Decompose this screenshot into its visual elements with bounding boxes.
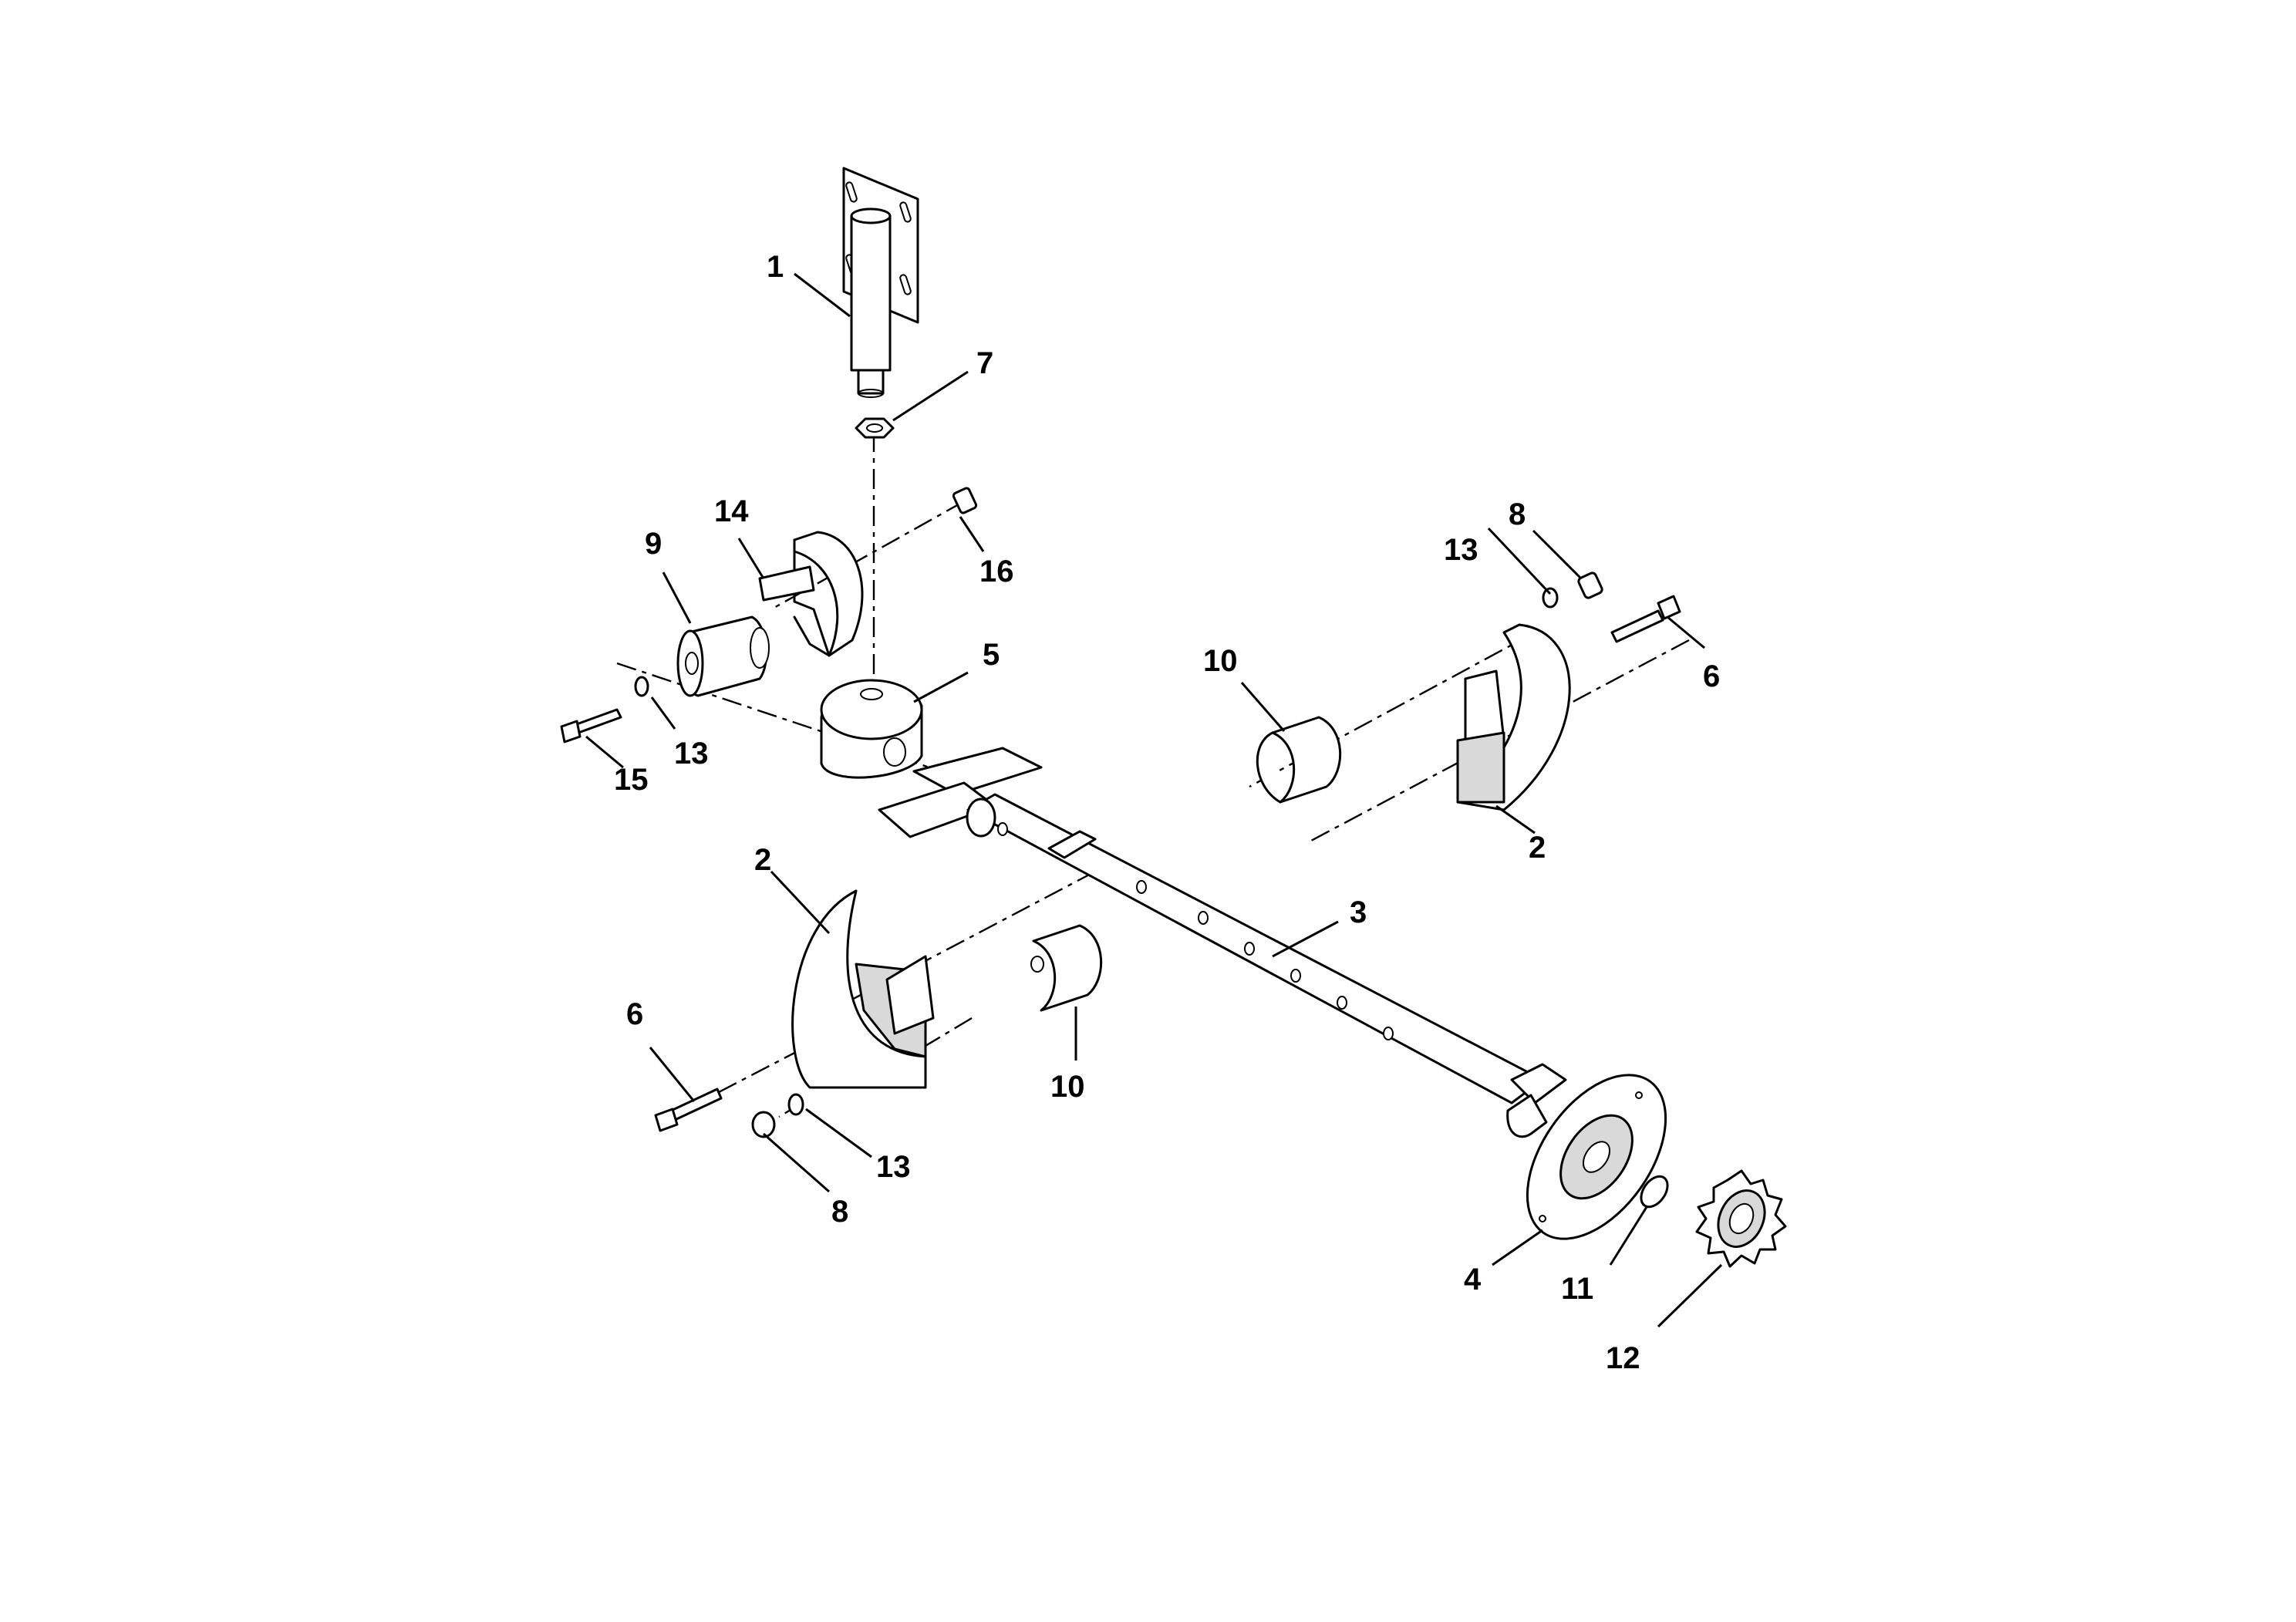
mounting-plates xyxy=(878,747,1043,838)
part-1-spindle-post xyxy=(842,167,919,398)
callout-8-lower: 8 xyxy=(831,1195,848,1229)
part-10-clamp-upper xyxy=(1256,716,1342,804)
part-5-pivot-block xyxy=(820,679,923,779)
callout-2-right: 2 xyxy=(1529,831,1546,865)
callout-2-left: 2 xyxy=(754,843,771,877)
callout-16: 16 xyxy=(979,555,1014,588)
callout-15: 15 xyxy=(614,763,649,797)
part-3-main-shaft xyxy=(966,793,1567,1138)
part-13-washer-left xyxy=(634,676,649,697)
callout-4: 4 xyxy=(1464,1263,1482,1297)
part-13-washer-right xyxy=(1542,587,1559,609)
callout-numbers: 1 7 14 16 9 13 15 5 10 13 8 6 2 2 3 10 6… xyxy=(614,250,1720,1375)
callout-10-upper: 10 xyxy=(1203,644,1238,678)
part-8-nut-right xyxy=(1577,572,1603,599)
part-6-bolt-left xyxy=(654,1088,723,1132)
part-6-bolt-right xyxy=(1610,595,1681,643)
part-10-clamp-lower xyxy=(1030,924,1103,1012)
callout-6-right: 6 xyxy=(1703,659,1720,693)
callout-7: 7 xyxy=(976,346,993,380)
part-8-nut-lower xyxy=(751,1111,776,1138)
part-14-small-shield xyxy=(758,531,864,657)
callout-13-left: 13 xyxy=(674,737,709,771)
part-13-washer-lower xyxy=(787,1093,804,1116)
part-7-hex-nut xyxy=(855,417,895,439)
callout-10-lower: 10 xyxy=(1050,1070,1085,1104)
part-9-collar xyxy=(676,615,770,697)
part-2-shield-right xyxy=(1456,623,1571,811)
part-4-flange-bearing xyxy=(1526,1074,1667,1240)
callout-5: 5 xyxy=(983,638,1000,672)
callout-13-lower: 13 xyxy=(876,1150,911,1184)
callout-9: 9 xyxy=(645,527,662,561)
callout-12: 12 xyxy=(1606,1341,1640,1375)
callout-3: 3 xyxy=(1350,895,1367,929)
part-11-snap-ring xyxy=(1640,1175,1669,1209)
part-12-sprocket xyxy=(1695,1169,1787,1268)
callout-1: 1 xyxy=(767,250,784,284)
callout-13-right: 13 xyxy=(1444,533,1478,567)
leader-lines xyxy=(585,272,1723,1328)
callout-8-right: 8 xyxy=(1509,497,1526,531)
part-16-nut xyxy=(952,487,978,514)
part-2-shield-left xyxy=(791,889,935,1089)
callout-14: 14 xyxy=(714,494,749,528)
callout-6-left: 6 xyxy=(626,997,643,1031)
callout-11: 11 xyxy=(1561,1272,1593,1306)
part-15-bolt xyxy=(560,708,622,744)
